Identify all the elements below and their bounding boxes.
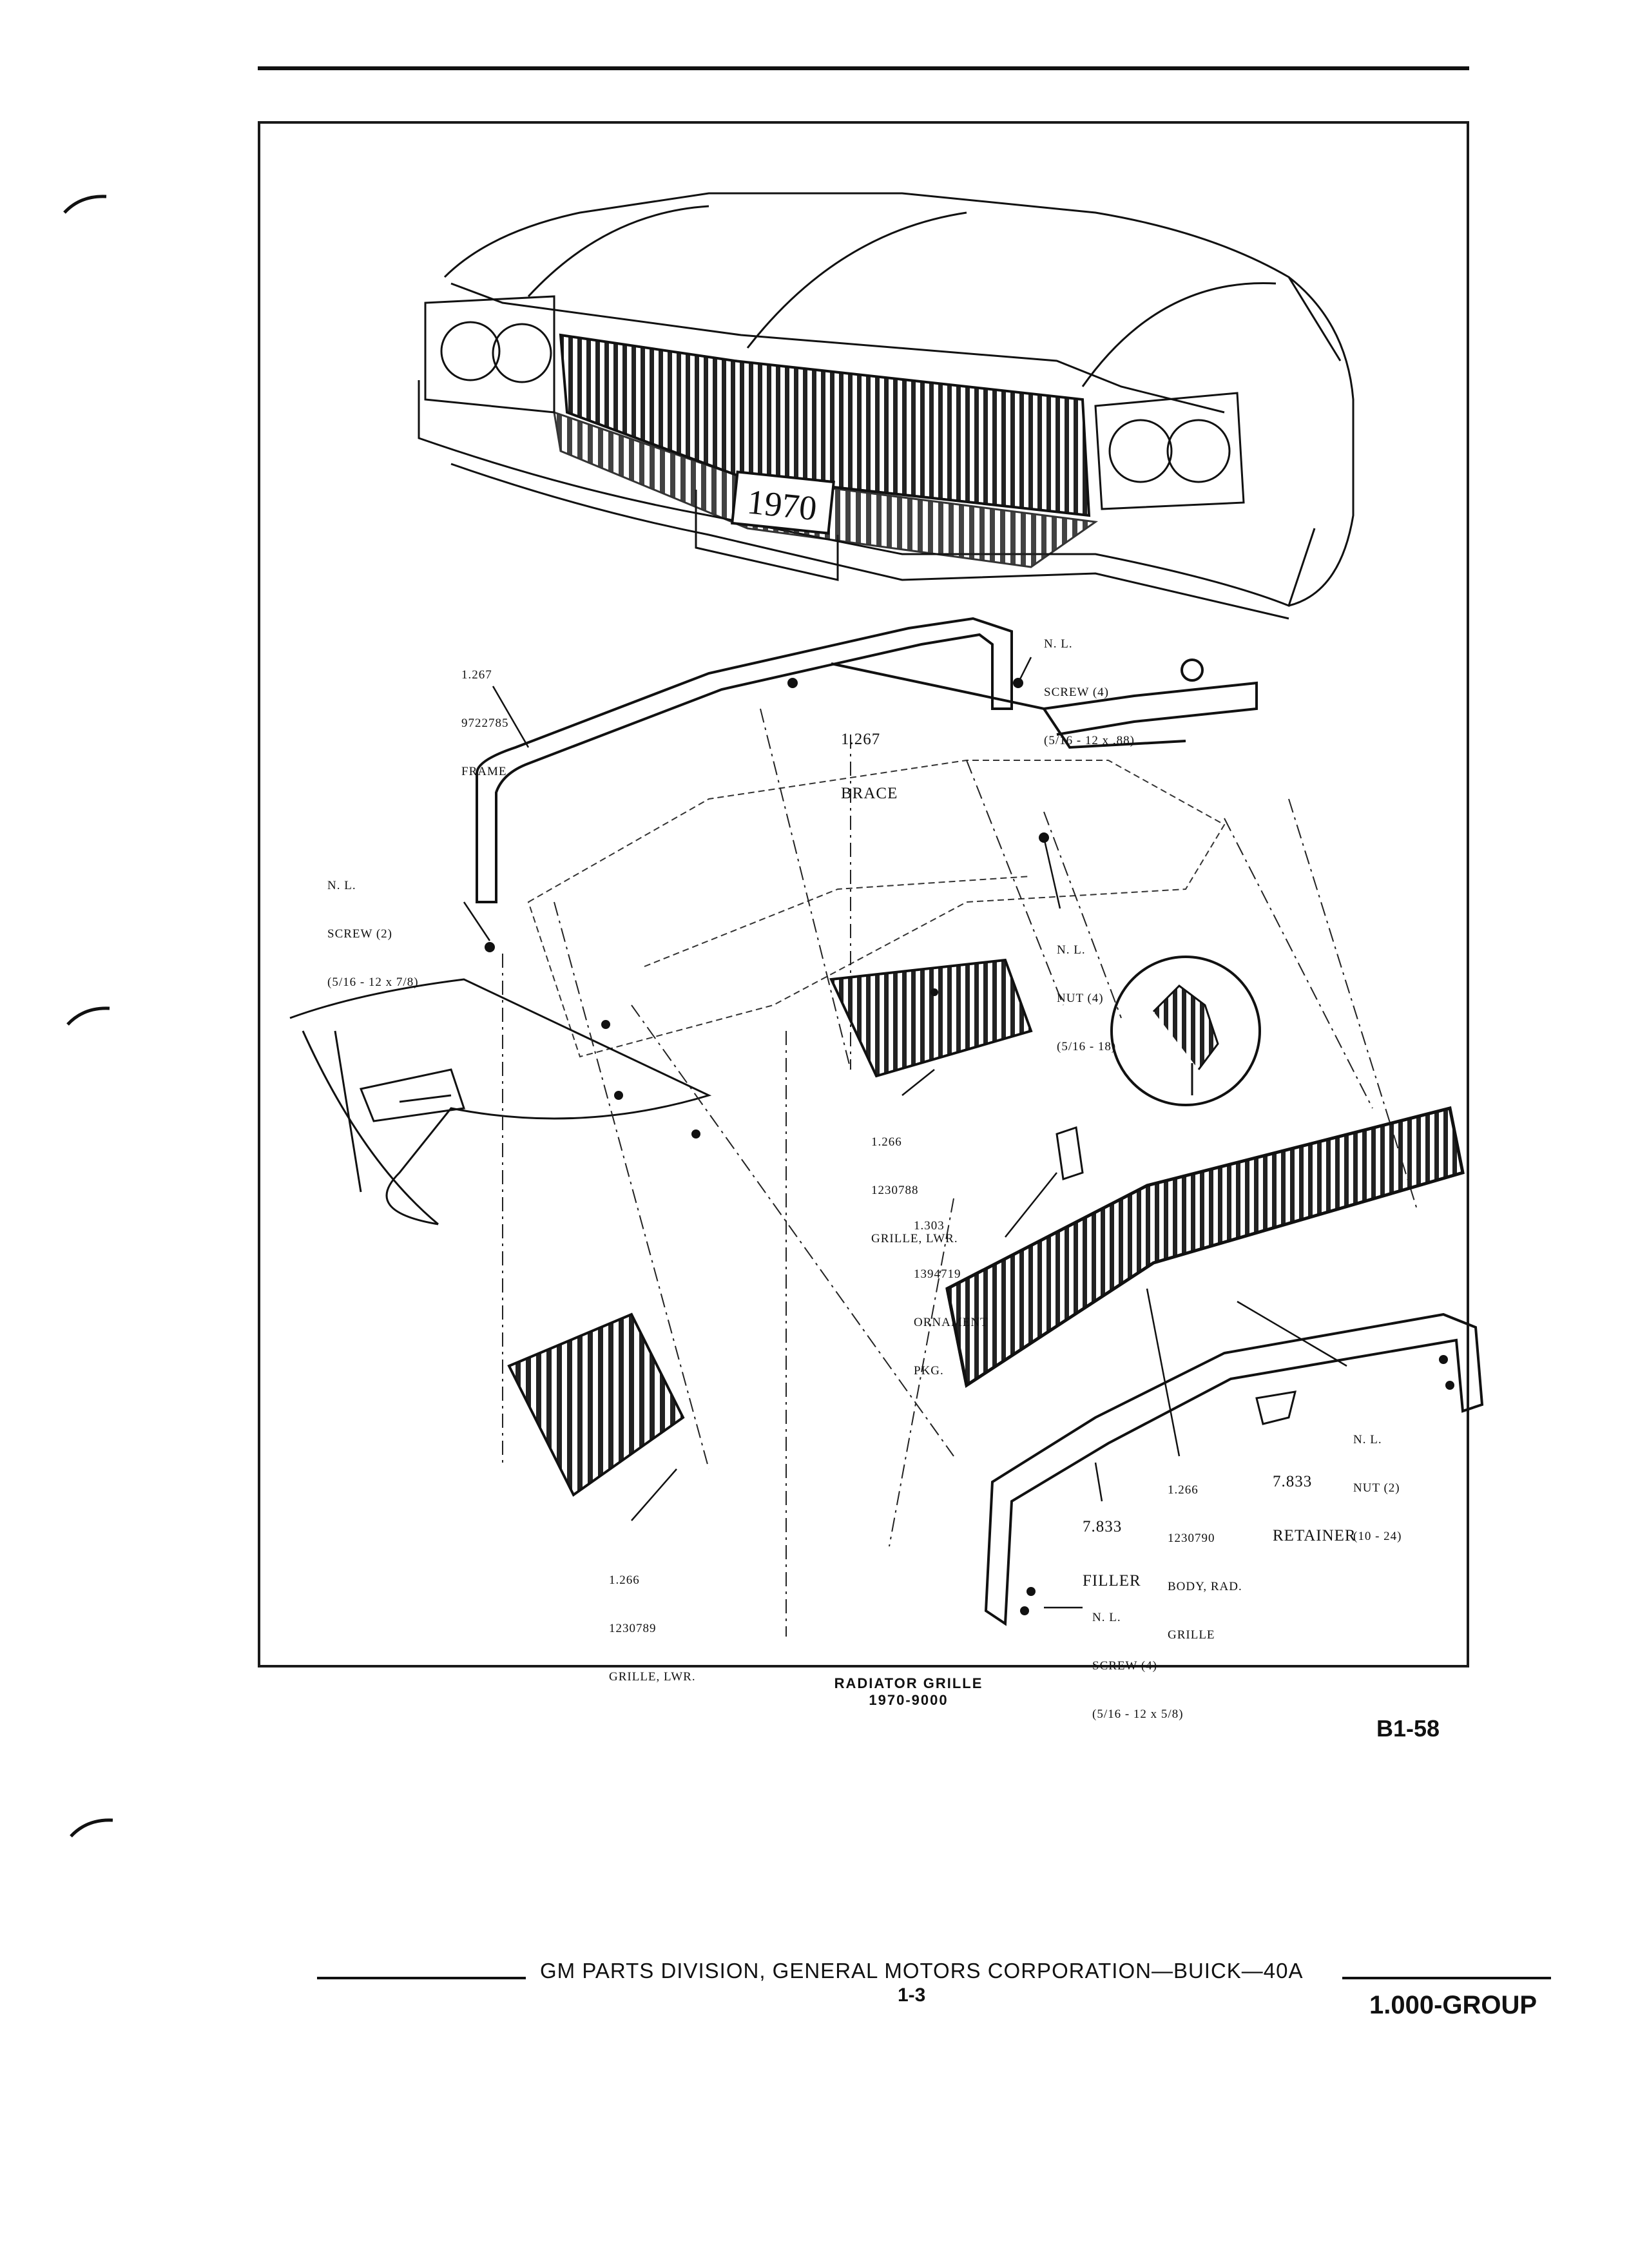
header-rule xyxy=(258,66,1469,70)
callout-body-grille: 1.266 1230790 BODY, RAD. GRILLE xyxy=(1168,1483,1242,1642)
footer-text: GM PARTS DIVISION, GENERAL MOTORS CORPOR… xyxy=(540,1959,1304,1983)
callout-grille-lwr-upper: 1.266 1230788 GRILLE, LWR. xyxy=(871,1135,958,1245)
callout-screw-top: N. L. SCREW (4) (5/16 - 12 x .88) xyxy=(1044,637,1135,747)
callout-brace: 1.267 BRACE xyxy=(841,731,898,802)
callout-retainer: 7.833 RETAINER xyxy=(1273,1473,1356,1544)
lower-grille-lower-part xyxy=(507,1312,685,1497)
caption-code: 1970-9000 xyxy=(869,1692,949,1708)
page-reference: B1-58 xyxy=(1376,1715,1440,1742)
ornament-part xyxy=(1055,1126,1084,1180)
binder-hole-mark xyxy=(63,195,107,214)
callout-ornament: 1.303 1394719 ORNAMENT PKG. xyxy=(914,1219,988,1378)
footer-group-number: 1.000-GROUP xyxy=(1369,1991,1537,2019)
radiator-support-outline xyxy=(527,760,1226,1058)
grille-frame-part xyxy=(476,617,1258,903)
fastener-detail-circle xyxy=(1110,956,1261,1106)
filler-strip-part xyxy=(984,1312,1484,1626)
retainer-part xyxy=(1255,1390,1297,1425)
callout-filler: 7.833 FILLER xyxy=(1083,1518,1141,1590)
binder-hole-mark xyxy=(66,1006,110,1026)
callout-frame: 1.267 9722785 FRAME xyxy=(461,668,509,778)
callout-screw-bottom: N. L. SCREW (4) (5/16 - 12 x 5/8) xyxy=(1092,1611,1184,1721)
radiator-grille-body-part xyxy=(945,1106,1465,1389)
caption-title: RADIATOR GRILLE xyxy=(834,1675,983,1691)
license-plate-text: 1970 xyxy=(746,482,819,528)
lower-grille-upper-part xyxy=(829,958,1033,1078)
footer-page-number: 1-3 xyxy=(898,1984,926,2006)
callout-nut-right: N. L. NUT (2) (10 - 24) xyxy=(1353,1433,1402,1543)
callout-screw-left: N. L. SCREW (2) (5/16 - 12 x 7/8) xyxy=(327,879,419,989)
binder-hole-mark xyxy=(70,1818,113,1838)
illustration-frame xyxy=(258,121,1469,1667)
callout-nut-center: N. L. NUT (4) (5/16 - 18) xyxy=(1057,943,1117,1053)
footer-rule-left xyxy=(317,1977,526,1979)
bumper-section-left xyxy=(289,978,712,1225)
figure-caption: RADIATOR GRILLE 1970-9000 xyxy=(773,1675,1044,1709)
footer-rule-right xyxy=(1342,1977,1551,1979)
callout-grille-lwr-lower: 1.266 1230789 GRILLE, LWR. xyxy=(609,1573,696,1684)
